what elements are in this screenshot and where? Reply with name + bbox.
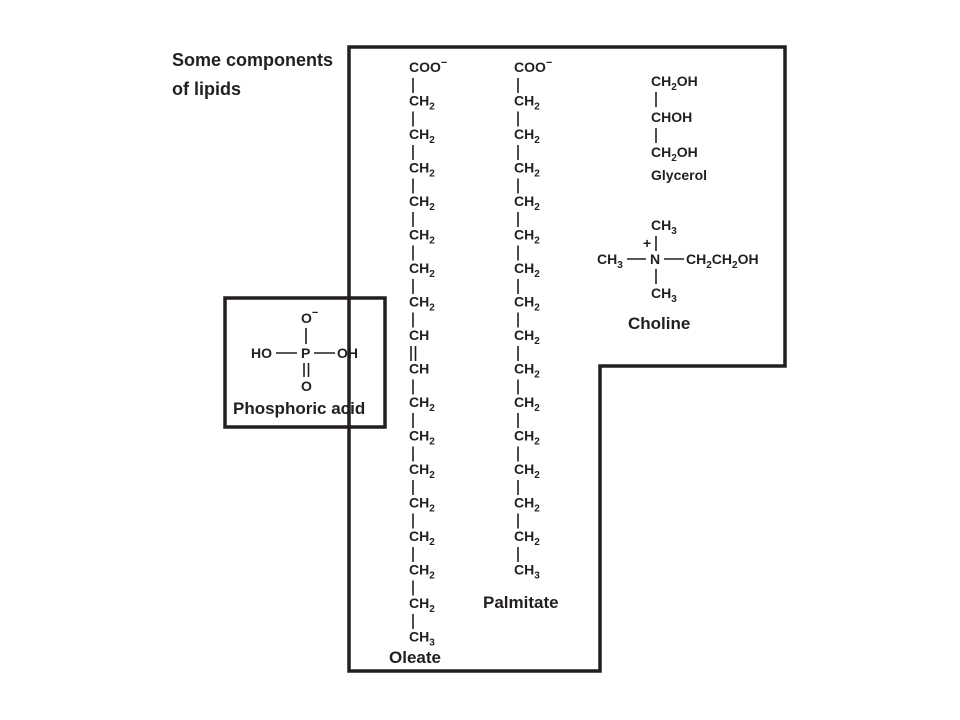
palmitate-ch2-unit: CH2: [514, 461, 540, 481]
palmitate-label: Palmitate: [483, 593, 559, 612]
oleate-ch2-unit: CH2: [409, 562, 435, 582]
palmitate-ch2-unit: CH2: [514, 160, 540, 180]
palmitate-methyl-end: CH3: [514, 562, 540, 582]
oleate-ch2-unit: CH2: [409, 126, 435, 146]
palmitate-ch2-unit: CH2: [514, 227, 540, 247]
palmitate-ch2-unit: CH2: [514, 126, 540, 146]
figure-title-line1: Some components: [172, 50, 333, 70]
choline-top-methyl: CH3: [651, 217, 677, 237]
oleate-ch2-unit: CH2: [409, 193, 435, 213]
phosphate-bottom-oxygen: O: [301, 378, 312, 394]
glycerol-row2: CHOH: [651, 109, 692, 125]
palmitate-ch2-unit: CH2: [514, 93, 540, 113]
oleate-ch2-unit: CH2: [409, 160, 435, 180]
main-frame: [347, 45, 787, 673]
oleate-methyl-end: CH3: [409, 629, 435, 649]
oleate-alkene-carbon-1: CH: [409, 327, 429, 343]
oleate-carboxylate: COO−: [409, 57, 447, 75]
palmitate-carboxylate: COO−: [514, 57, 552, 75]
oleate-ch2-unit: CH2: [409, 294, 435, 314]
oleate-structure: COO− CH2CH2CH2CH2CH2CH2CH2CHCHCH2CH2CH2C…: [389, 57, 447, 667]
palmitate-ch2-unit: CH2: [514, 327, 540, 347]
oleate-ch2-unit: CH2: [409, 528, 435, 548]
glycerol-structure: CH2OH CHOH CH2OH Glycerol: [651, 73, 707, 183]
phosphoric-acid-label: Phosphoric acid: [233, 399, 365, 418]
palmitate-ch2-unit: CH2: [514, 528, 540, 548]
figure-title-line2: of lipids: [172, 79, 241, 99]
phosphate-left-hydroxyl: HO: [251, 345, 272, 361]
oleate-ch2-unit: CH2: [409, 495, 435, 515]
oleate-ch2-unit: CH2: [409, 260, 435, 280]
palmitate-ch2-unit: CH2: [514, 428, 540, 448]
phosphoric-acid-frame: [223, 296, 387, 429]
oleate-alkene-carbon-2: CH: [409, 361, 429, 377]
phosphate-phosphorus: P: [301, 345, 310, 361]
choline-left-methyl: CH3: [597, 251, 623, 271]
choline-label: Choline: [628, 314, 690, 333]
phosphate-right-hydroxyl: OH: [337, 345, 358, 361]
glycerol-row3: CH2OH: [651, 144, 698, 164]
palmitate-ch2-unit: CH2: [514, 495, 540, 515]
oleate-ch2-unit: CH2: [409, 428, 435, 448]
palmitate-structure: COO− CH2CH2CH2CH2CH2CH2CH2CH2CH2CH2CH2CH…: [483, 57, 559, 612]
choline-ethanol-group: CH2CH2OH: [686, 251, 759, 271]
palmitate-chain: CH2CH2CH2CH2CH2CH2CH2CH2CH2CH2CH2CH2CH2C…: [514, 78, 540, 582]
choline-nitrogen: N: [650, 251, 660, 267]
oleate-ch2-unit: CH2: [409, 595, 435, 615]
palmitate-ch2-unit: CH2: [514, 294, 540, 314]
oleate-label: Oleate: [389, 648, 441, 667]
palmitate-ch2-unit: CH2: [514, 361, 540, 381]
oleate-ch2-unit: CH2: [409, 461, 435, 481]
palmitate-ch2-unit: CH2: [514, 260, 540, 280]
glycerol-row1: CH2OH: [651, 73, 698, 93]
phosphoric-acid-structure: O− HO P OH O Phosphoric acid: [233, 307, 365, 418]
palmitate-ch2-unit: CH2: [514, 193, 540, 213]
glycerol-label: Glycerol: [651, 167, 707, 183]
oleate-ch2-unit: CH2: [409, 93, 435, 113]
phosphate-top-oxygen: O−: [301, 307, 318, 326]
oleate-ch2-unit: CH2: [409, 394, 435, 414]
oleate-chain: CH2CH2CH2CH2CH2CH2CH2CHCHCH2CH2CH2CH2CH2…: [409, 78, 435, 649]
palmitate-ch2-unit: CH2: [514, 394, 540, 414]
choline-bottom-methyl: CH3: [651, 285, 677, 305]
choline-structure: CH3 + CH3 N CH2CH2OH CH3 Choline: [597, 217, 759, 333]
choline-charge: +: [643, 235, 651, 251]
oleate-ch2-unit: CH2: [409, 227, 435, 247]
